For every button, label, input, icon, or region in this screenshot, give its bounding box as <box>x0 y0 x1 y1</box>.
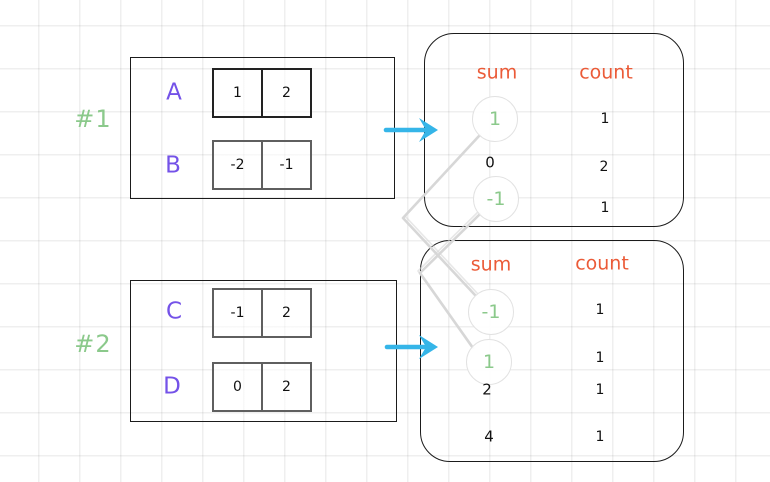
group2-sum-row3: 4 <box>484 427 494 446</box>
group2-count-row2: 1 <box>595 382 605 398</box>
group2-sum-row2: 2 <box>482 380 492 399</box>
array-c-label: C <box>165 298 183 325</box>
group1-count-row2: 1 <box>600 200 610 216</box>
array-b-label: B <box>165 152 181 179</box>
group1-sum-circled-1: 1 <box>472 96 518 142</box>
group1-sum-header: sum <box>476 61 518 84</box>
array-b-cell-0: -2 <box>212 140 263 190</box>
array-c-cell-0: -1 <box>212 288 263 338</box>
array-c-cell-1: 2 <box>261 288 312 338</box>
group2-count-row0: 1 <box>595 302 605 318</box>
result-card-group1 <box>424 33 684 227</box>
group1-label: #1 <box>74 105 112 133</box>
group2-label: #2 <box>74 330 112 358</box>
group2-sum-header: sum <box>470 253 512 276</box>
group1-count-row1: 2 <box>599 159 609 175</box>
group2-count-row3: 1 <box>595 429 605 445</box>
group1-count-header: count <box>579 61 633 84</box>
array-a-cell-1: 2 <box>261 68 312 118</box>
array-d-cells: 0 2 <box>212 362 312 412</box>
result-card-group2 <box>420 240 684 462</box>
array-a-cell-0: 1 <box>212 68 263 118</box>
array-d-cell-1: 2 <box>261 362 312 412</box>
array-a-label: A <box>166 79 182 106</box>
group1-sum-circled-minus1: -1 <box>473 176 519 222</box>
array-c-cells: -1 2 <box>212 288 312 338</box>
array-d-label: D <box>163 373 181 400</box>
group1-sum-row1: 0 <box>485 153 495 172</box>
group2-sum-circled-1: 1 <box>466 339 512 385</box>
group1-count-row0: 1 <box>600 111 610 127</box>
array-b-cell-1: -1 <box>261 140 312 190</box>
group2-count-header: count <box>575 252 629 275</box>
array-a-cells: 1 2 <box>212 68 312 118</box>
group2-sum-circled-minus1: -1 <box>468 289 514 335</box>
array-d-cell-0: 0 <box>212 362 263 412</box>
group2-box <box>130 280 397 422</box>
array-b-cells: -2 -1 <box>212 140 312 190</box>
group2-count-row1: 1 <box>595 350 605 366</box>
